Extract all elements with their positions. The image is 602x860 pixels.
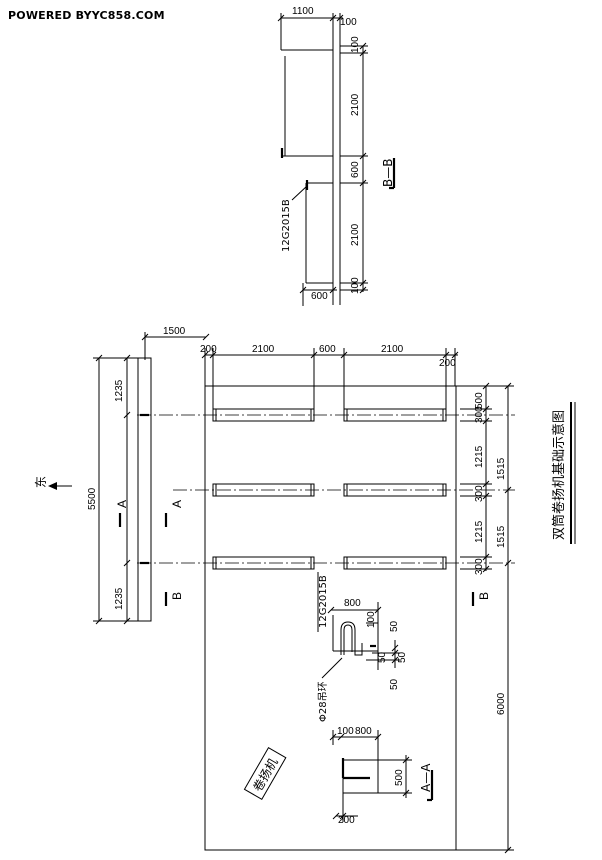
section-b-right: B: [477, 592, 491, 600]
dim-200-right: 200: [439, 358, 456, 369]
channel-label-plan: 12G2015B: [318, 575, 329, 628]
dim-2100-lower: 2100: [350, 223, 361, 246]
aa-section-detail: 100 800 500 A—A 200: [329, 726, 434, 826]
drawing-title: 双筒卷扬机基础示意图: [551, 410, 567, 540]
channel-label-top: 12G2015B: [281, 199, 292, 252]
dim-2100-right: 2100: [381, 344, 404, 355]
section-a-left: A: [115, 500, 129, 508]
section-aa-label: A—A: [419, 763, 433, 792]
dim-200-aa: 200: [338, 815, 355, 826]
dim-100-ring: 100: [366, 611, 377, 628]
channel-row-1: [212, 408, 447, 422]
dim-1515-lower: 1515: [496, 525, 507, 548]
dim-50-c: 50: [397, 651, 408, 663]
dim-500-aa: 500: [394, 769, 405, 786]
dim-100-aa: 100: [337, 726, 354, 737]
ring-label: Φ28吊环: [317, 681, 329, 722]
dim-1215-upper: 1215: [474, 445, 485, 468]
north-label: 东: [34, 476, 48, 488]
channel-row-3: [212, 556, 447, 570]
dim-500: 500: [474, 392, 485, 409]
section-bb-label: B—B: [381, 159, 395, 187]
dim-600-middle: 600: [319, 344, 336, 355]
dim-300-row1: 300: [474, 406, 485, 423]
drawing-title-block: 双筒卷扬机基础示意图: [551, 402, 576, 544]
dim-1100: 1100: [292, 6, 314, 17]
side-elevation-strip: [137, 357, 152, 622]
dim-1215-lower: 1215: [474, 520, 485, 543]
channel-row-2: [212, 483, 447, 497]
section-b-left: B: [170, 592, 184, 600]
north-arrow-icon: [48, 482, 72, 490]
dim-300-row3: 300: [474, 558, 485, 575]
dim-50-b: 50: [377, 651, 388, 663]
dim-100-top: 100: [350, 36, 361, 53]
dim-5500: 5500: [87, 487, 98, 510]
bb-section-detail: 1100 100 100 2100 600 2100 100 B—B: [277, 6, 396, 306]
plan-view: 200 2100 600 2100 200 1500 5500 1235 123…: [34, 326, 515, 854]
dim-200-left: 200: [200, 344, 217, 355]
dim-1515-upper: 1515: [496, 457, 507, 480]
dim-50-d: 50: [389, 678, 400, 690]
dim-800-ring: 800: [344, 598, 361, 609]
foundation-outline: [204, 385, 457, 851]
dim-50-a: 50: [389, 620, 400, 632]
dim-600-width: 600: [311, 291, 328, 302]
dim-800-aa: 800: [355, 726, 372, 737]
dim-1235-upper: 1235: [114, 379, 125, 402]
dim-2100-left: 2100: [252, 344, 275, 355]
dim-1235-lower: 1235: [114, 587, 125, 610]
winch-label-box: 卷扬机: [243, 747, 287, 800]
dim-2100-upper: 2100: [350, 93, 361, 116]
watermark-text: POWERED BYYC858.COM: [8, 9, 165, 22]
section-a-right: A: [170, 500, 184, 508]
dim-300-row2: 300: [474, 485, 485, 502]
dim-600-gap: 600: [350, 161, 361, 178]
lifting-ring-detail: 12G2015B 800 100 50 50 50 50 Φ28吊环: [317, 572, 408, 722]
dim-100-bottom: 100: [350, 277, 361, 294]
dim-6000: 6000: [496, 692, 507, 715]
dim-100: 100: [340, 17, 357, 28]
dim-1500: 1500: [163, 326, 186, 337]
